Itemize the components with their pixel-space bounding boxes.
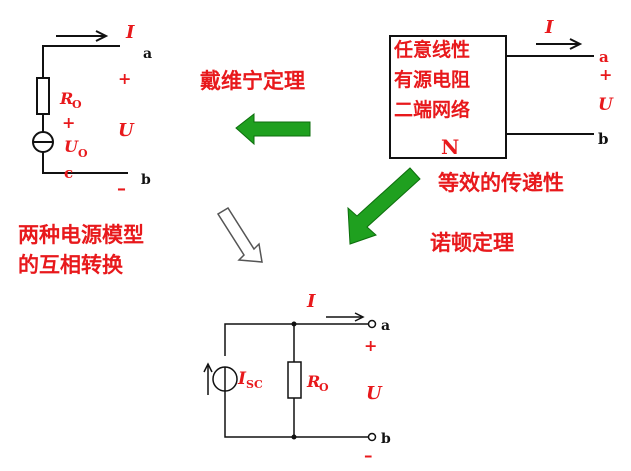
norton-junction-bottom [291,434,297,440]
network-voltage-label: U [598,95,614,115]
thevenin-terminal-b: b [141,172,151,188]
network-box-line2: 有源电阻 [394,68,470,91]
network-box-label: N [441,135,459,159]
equivalence-transitivity-label: 等效的传递性 [438,170,564,195]
thevenin-current-arrow [56,30,109,42]
thevenin-theorem-label: 戴维宁定理 [200,68,305,93]
norton-terminal-minus: – [364,446,373,466]
thevenin-current-label: I [125,22,135,43]
norton-junction-top [291,321,297,327]
thevenin-terminal-minus: – [117,178,126,199]
norton-source-label: I [237,369,247,389]
thevenin-arrow [235,112,311,146]
thevenin-circuit [32,45,128,174]
norton-top-wire [224,323,368,356]
source-conversion-label-line1: 两种电源模型 [18,222,144,247]
conversion-arrow [216,206,263,263]
thevenin-source-label: U [64,137,79,156]
norton-source-direction-arrow [203,362,213,395]
thevenin-resistor-label: R [59,89,73,108]
thevenin-resistor-sub: O [72,98,82,111]
network-terminal-a: a [599,48,609,66]
norton-current-label: I [306,291,316,312]
norton-arrow [347,167,421,245]
norton-circuit [212,319,377,442]
network-box-line1: 任意线性 [393,38,470,61]
thevenin-source-plus: + [62,113,75,132]
thevenin-resistor [36,77,50,115]
thevenin-source-minus: c [64,164,73,182]
network-terminal-b: b [598,130,609,148]
norton-voltage-label: U [366,383,383,404]
source-conversion-label-line2: 的互相转换 [18,252,124,277]
thevenin-top-wire [42,45,120,78]
norton-source-sub: SC [246,378,263,391]
norton-resistor-label: R [306,372,320,391]
norton-terminal-b-node [367,432,377,442]
norton-terminal-a-node [367,319,377,329]
thevenin-terminal-a: a [143,46,152,62]
network-box [389,35,507,159]
network-current-label: I [544,17,554,38]
network-box-line3: 二端网络 [394,98,470,121]
thevenin-bottom-wire [42,152,128,174]
norton-terminal-b: b [381,431,391,447]
network-terminal-plus: + [599,65,612,84]
norton-bottom-wire [224,391,368,438]
norton-current-arrow [326,312,365,322]
norton-resistor [287,361,302,399]
thevenin-voltage-label: U [118,120,135,141]
norton-terminal-plus: + [364,336,377,355]
thevenin-terminal-plus: + [118,69,131,88]
network-current-arrow [536,38,583,50]
norton-theorem-label: 诺顿定理 [430,230,514,255]
norton-terminal-a: a [381,318,390,334]
norton-resistor-sub: O [319,381,329,394]
thevenin-source-sub: O [78,147,88,160]
